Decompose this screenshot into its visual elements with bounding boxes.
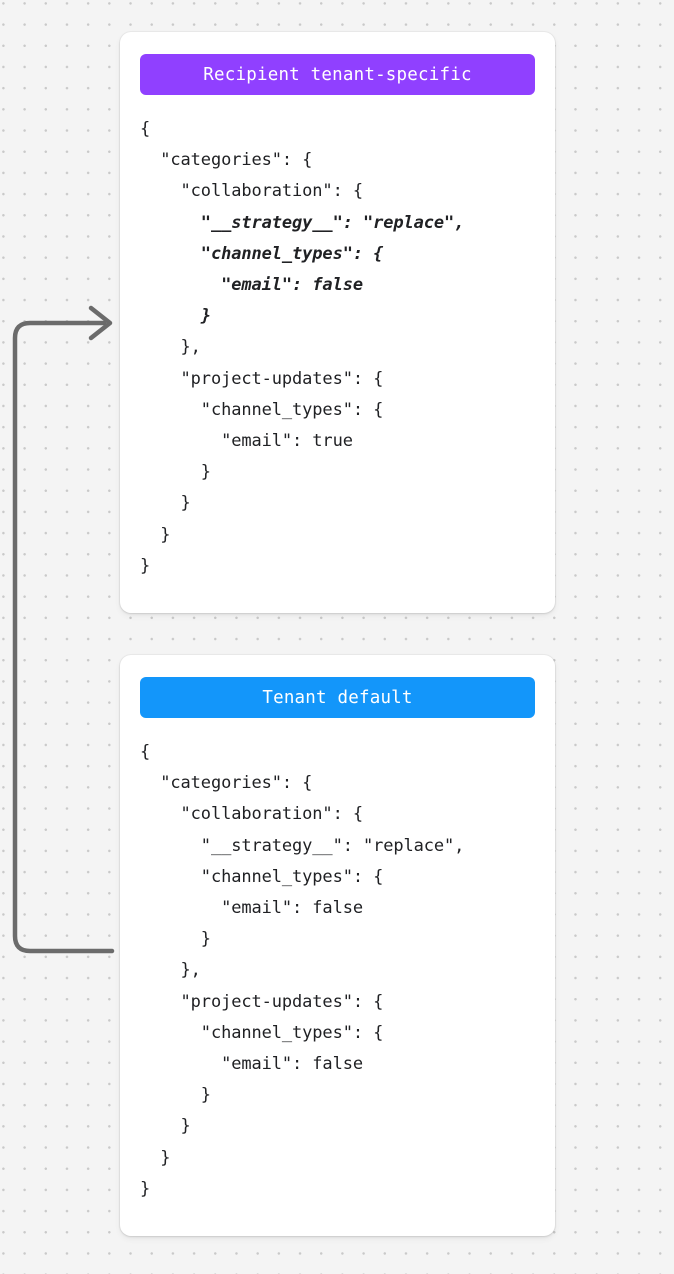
code-line: "email": false [140, 1054, 363, 1075]
recipient-tenant-specific-card: Recipient tenant-specific { "categories"… [120, 32, 555, 613]
code-line: "email": false [140, 898, 363, 919]
code-line: "categories": { [140, 150, 313, 171]
code-line: "collaboration": { [140, 181, 364, 202]
code-line: "channel_types": { [140, 1022, 384, 1043]
code-line: "__strategy__": "replace", [140, 212, 465, 233]
code-line: } [140, 306, 211, 327]
code-line: } [140, 524, 171, 545]
tenant-default-card: Tenant default { "categories": { "collab… [120, 655, 555, 1236]
code-line: "__strategy__": "replace", [140, 835, 465, 856]
code-line: "project-updates": { [140, 991, 384, 1012]
code-line: "collaboration": { [140, 804, 364, 825]
code-line: "channel_types": { [140, 399, 384, 420]
code-line: } [140, 555, 151, 576]
code-line: } [140, 493, 191, 514]
code-line: }, [140, 337, 201, 358]
code-line: "email": true [140, 431, 353, 452]
code-line: }, [140, 960, 201, 981]
code-line: "categories": { [140, 773, 313, 794]
code-line: } [140, 1147, 171, 1168]
code-line: "project-updates": { [140, 368, 384, 389]
code-line: { [140, 119, 151, 139]
code-line: } [140, 929, 211, 950]
tenant-default-code: { "categories": { "collaboration": { "__… [140, 737, 535, 1205]
recipient-tenant-specific-header: Recipient tenant-specific [140, 54, 535, 95]
code-line: { [140, 742, 151, 762]
recipient-tenant-specific-code: { "categories": { "collaboration": { "__… [140, 114, 535, 582]
code-line: "channel_types": { [140, 866, 384, 887]
code-line: "channel_types": { [140, 243, 384, 264]
code-line: } [140, 1116, 191, 1137]
code-line: } [140, 462, 211, 483]
code-line: "email": false [140, 275, 363, 296]
merge-arrow-line [12, 320, 115, 954]
tenant-default-header: Tenant default [140, 677, 535, 718]
code-line: } [140, 1085, 211, 1106]
merge-arrow-head-icon [88, 305, 113, 341]
code-line: } [140, 1178, 151, 1199]
